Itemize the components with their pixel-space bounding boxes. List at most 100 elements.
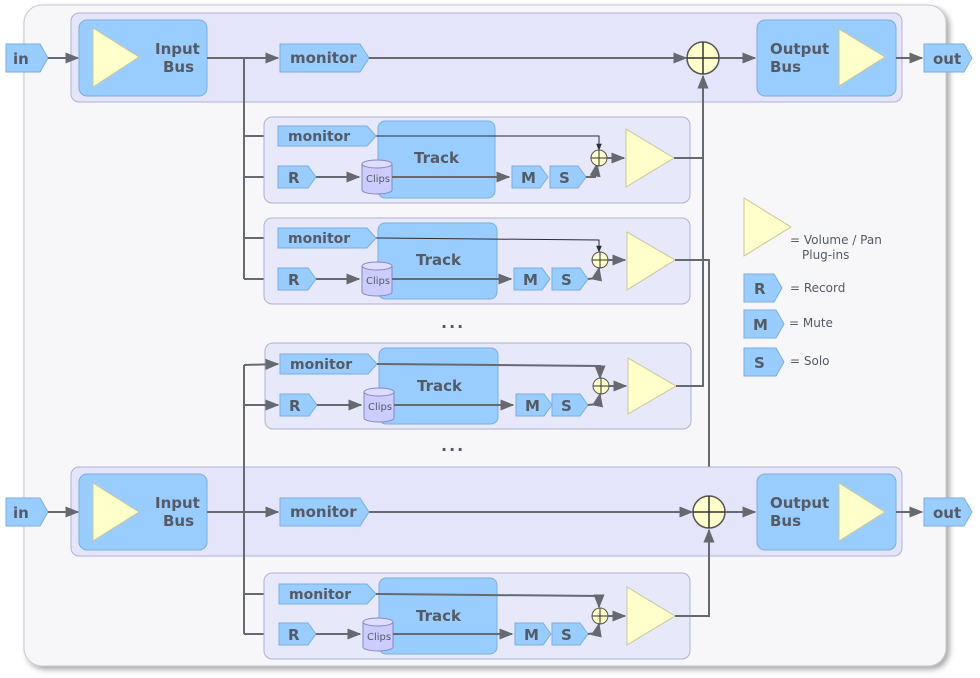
ellipsis-2: ... bbox=[441, 436, 465, 455]
legend-record-tag bbox=[743, 273, 783, 303]
track-3-monitor-tag bbox=[279, 353, 378, 375]
track-2-solo-tag bbox=[551, 267, 589, 291]
track-1-sum-node bbox=[590, 149, 608, 167]
track-2-sum-node bbox=[591, 251, 609, 269]
track-1-monitor-label: monitor bbox=[288, 129, 350, 145]
track-3-mute-label: M bbox=[525, 397, 540, 415]
track-2-clips-label: Clips bbox=[366, 276, 390, 287]
bus-2: in Input Bus monitor Output Bus out bbox=[5, 466, 973, 557]
bus-2-in-label: in bbox=[13, 504, 29, 522]
track-2-record-tag bbox=[277, 267, 317, 291]
track-4-solo-tag bbox=[551, 622, 589, 646]
bus-2-input-line2: Bus bbox=[163, 512, 194, 530]
track-3: Track monitor R Clips M S bbox=[264, 342, 692, 430]
track-1-record-tag bbox=[277, 165, 317, 189]
track-3-sum-node bbox=[592, 377, 610, 395]
bus-2-input-gain-triangle bbox=[92, 482, 140, 542]
ellipsis-1: ... bbox=[441, 313, 465, 332]
bus-2-out-label: out bbox=[933, 504, 961, 522]
track-1: Track monitor R Clips M S bbox=[263, 116, 691, 204]
bus-1-input-line1: Input bbox=[155, 40, 200, 58]
track-2-monitor-tag bbox=[277, 227, 377, 249]
track-1-mute-tag bbox=[511, 165, 549, 189]
legend-record-key: R bbox=[754, 280, 766, 298]
legend-volume-line1: = Volume / Pan bbox=[790, 233, 882, 247]
bus-1-output-line1: Output bbox=[770, 40, 829, 58]
bus-2-out-tag bbox=[923, 497, 973, 527]
track-2-mute-tag bbox=[513, 267, 551, 291]
legend: = Volume / Pan Plug-ins R = Record M = M… bbox=[743, 197, 882, 377]
track-3-record-label: R bbox=[289, 397, 301, 415]
track-4-monitor-tag bbox=[278, 583, 377, 605]
track-3-label: Track bbox=[417, 377, 463, 395]
track-2-record-label: R bbox=[288, 271, 300, 289]
track-4-record-label: R bbox=[288, 626, 300, 644]
track-1-clips-cylinder bbox=[361, 159, 393, 195]
legend-mute-tag bbox=[743, 309, 785, 339]
bus-2-output-gain-triangle bbox=[838, 482, 886, 542]
track-2-monitor-label: monitor bbox=[288, 231, 350, 247]
track-4-monitor-label: monitor bbox=[289, 587, 351, 603]
track-2-solo-label: S bbox=[561, 271, 572, 289]
track-3-solo-label: S bbox=[561, 397, 572, 415]
track-4-solo-label: S bbox=[561, 626, 572, 644]
bus-1: in Input Bus monitor Output Bus out bbox=[5, 12, 973, 103]
legend-volume-line2: Plug-ins bbox=[802, 248, 849, 262]
track-4-clips-cylinder bbox=[362, 617, 394, 652]
track-3-clips-cylinder bbox=[363, 387, 395, 423]
legend-mute-key: M bbox=[753, 316, 768, 334]
track-1-record-label: R bbox=[288, 169, 300, 187]
track-1-mute-label: M bbox=[521, 169, 536, 187]
track-4-label: Track bbox=[416, 607, 462, 625]
legend-mute-text: = Mute bbox=[789, 316, 833, 330]
track-3-volume-triangle bbox=[627, 357, 677, 415]
track-3-clips-label: Clips bbox=[368, 402, 392, 413]
legend-solo-text: = Solo bbox=[790, 354, 830, 368]
track-4-volume-triangle bbox=[626, 586, 676, 646]
canvas-background bbox=[23, 4, 947, 667]
track-2-clips-cylinder bbox=[361, 261, 393, 297]
track-4-clips-label: Clips bbox=[367, 632, 391, 643]
track-1-solo-tag bbox=[549, 165, 587, 189]
track-3-solo-tag bbox=[551, 393, 589, 417]
track-4-mute-tag bbox=[514, 622, 552, 646]
track-4-mute-label: M bbox=[524, 626, 539, 644]
track-1-monitor-tag bbox=[277, 125, 377, 147]
track-4-sum-node bbox=[591, 607, 609, 625]
bus-1-out-tag bbox=[923, 43, 973, 73]
bus-2-sum-node bbox=[692, 495, 726, 529]
track-3-mute-tag bbox=[515, 393, 553, 417]
bus-2-in-tag bbox=[5, 497, 49, 527]
track-1-block bbox=[377, 120, 496, 199]
bus-1-sum-node bbox=[686, 41, 720, 75]
bus-1-monitor-tag bbox=[279, 43, 370, 73]
track-3-record-tag bbox=[279, 393, 318, 417]
legend-solo-tag bbox=[743, 347, 785, 377]
bus-2-input-line1: Input bbox=[155, 494, 200, 512]
track-3-monitor-label: monitor bbox=[290, 357, 352, 373]
bus-2-monitor-label: monitor bbox=[290, 503, 357, 521]
bus-2-monitor-tag bbox=[279, 497, 370, 527]
track-1-label: Track bbox=[414, 149, 460, 167]
bus-2-output-line2: Bus bbox=[770, 512, 801, 530]
bus-1-out-label: out bbox=[933, 50, 961, 68]
bus-2-output-line1: Output bbox=[770, 494, 829, 512]
bus-1-in-label: in bbox=[13, 50, 29, 68]
track-2-label: Track bbox=[416, 251, 462, 269]
track-1-solo-label: S bbox=[559, 169, 570, 187]
track-4-record-tag bbox=[278, 622, 317, 646]
bus-1-output-gain-triangle bbox=[838, 28, 886, 87]
bus-1-monitor-label: monitor bbox=[290, 49, 357, 67]
legend-record-text: = Record bbox=[790, 281, 845, 295]
track-1-volume-triangle bbox=[625, 128, 675, 188]
track-1-clips-label: Clips bbox=[366, 174, 390, 185]
legend-volume-triangle bbox=[743, 197, 792, 257]
track-2-volume-triangle bbox=[626, 231, 676, 291]
legend-solo-key: S bbox=[754, 354, 765, 372]
bus-1-output-line2: Bus bbox=[770, 58, 801, 76]
track-4: Track monitor R Clips M S bbox=[263, 572, 691, 660]
track-2: Track monitor R Clips M S bbox=[263, 217, 691, 305]
bus-1-input-gain-triangle bbox=[92, 27, 140, 88]
bus-1-input-line2: Bus bbox=[163, 58, 194, 76]
